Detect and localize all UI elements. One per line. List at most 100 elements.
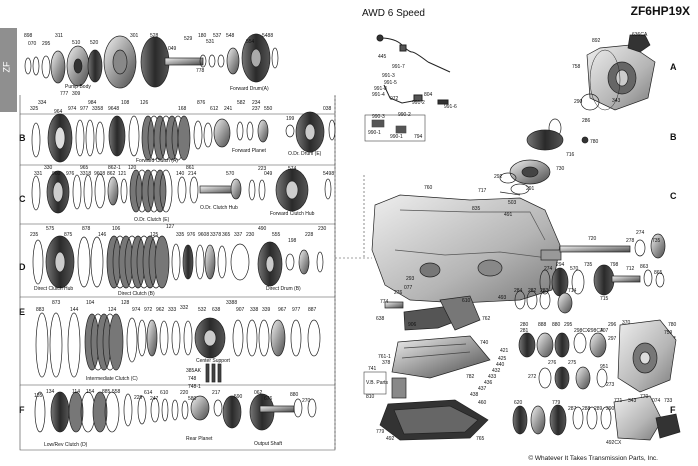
- callout-label: 127: [166, 224, 175, 230]
- part-620-hub: [512, 405, 528, 435]
- callout-label: 991-8: [374, 86, 387, 92]
- part-529-ring: [199, 54, 207, 68]
- pump-cover-hub: [112, 49, 128, 75]
- callout-label: 295: [564, 322, 573, 328]
- callout-label: 712: [626, 266, 635, 272]
- callout-label: Direct Drum (B): [266, 286, 301, 292]
- part-883-ring: [35, 312, 49, 378]
- part-339-ring: [258, 319, 270, 357]
- part-520-gear: [87, 49, 103, 83]
- callout-label: 124: [108, 307, 117, 313]
- callout-label: 126: [140, 100, 149, 106]
- output-shaft-assembly: [514, 233, 666, 314]
- transfer-parts: [518, 332, 608, 390]
- callout-label: 290: [574, 99, 583, 105]
- part-287-ring: [572, 406, 584, 430]
- callout-label: 863: [640, 264, 649, 270]
- callout-label: 199: [286, 116, 295, 122]
- callout-label: 293: [406, 276, 415, 282]
- callout-label: 072: [390, 96, 399, 102]
- part-873-ring: [49, 312, 63, 378]
- callout-label: 892: [592, 38, 601, 44]
- callout-label: 274: [544, 266, 553, 272]
- callout-label: 748-1: [188, 384, 201, 390]
- row-e-parts-2: [126, 317, 321, 383]
- callout-label: 976: [187, 232, 196, 238]
- callout-label: 385AK: [186, 368, 202, 374]
- part-229-ring: [161, 398, 169, 422]
- callout-label: 146: [98, 232, 107, 238]
- part-720-shaft: [559, 245, 631, 253]
- callout-label: 780: [668, 322, 677, 328]
- part-974-ring: [137, 319, 147, 357]
- part-343-ring: [589, 49, 621, 111]
- row-letter-left-b: B: [19, 133, 26, 143]
- transfer-case: [617, 319, 677, 393]
- part-270-ring: [307, 398, 317, 418]
- row-letter-right-b: B: [670, 132, 677, 142]
- part-283-ring: [539, 290, 551, 310]
- direct-clutch-pack: [106, 235, 170, 289]
- callout-label: 287: [568, 406, 577, 412]
- callout-label: 220: [180, 390, 189, 396]
- callout-label: 580: [188, 396, 197, 402]
- part-977-ring: [85, 119, 95, 157]
- callout-label: 730: [556, 166, 565, 172]
- callout-label: 780: [590, 139, 599, 145]
- callout-label: 965: [80, 165, 89, 171]
- callout-label: 298CA: [588, 328, 604, 334]
- callout-label: 714: [568, 288, 577, 294]
- callout-label: 217: [212, 390, 221, 396]
- part-294-drum: [551, 267, 569, 297]
- intermediate-clutch-pack: [84, 313, 124, 371]
- row-letter-right-c: C: [670, 191, 677, 201]
- callout-label: 229: [134, 395, 143, 401]
- callout-label: 991-7: [392, 64, 405, 70]
- part-740-valve-body: [391, 335, 491, 379]
- callout-label: 106: [112, 226, 121, 232]
- part-199-ring: [285, 124, 295, 138]
- callout-label: 295: [42, 41, 51, 47]
- row-b-parts: [31, 113, 140, 163]
- callout-label: 991-3: [382, 73, 395, 79]
- callout-label: 991-4: [372, 92, 385, 98]
- callout-label: 741: [368, 366, 377, 372]
- part-5498-ring: [324, 178, 332, 200]
- callout-label: 676: [264, 396, 273, 402]
- row-a-parts: [24, 33, 279, 89]
- part-121-ring: [120, 178, 128, 204]
- part-9648-drum: [108, 115, 126, 157]
- part-3358-ring: [95, 121, 105, 155]
- callout-label: 290: [606, 406, 615, 412]
- side-tab: ZF: [0, 28, 17, 112]
- part-770-tailhousing: [613, 395, 663, 441]
- part-714-gear: [557, 292, 573, 314]
- callout-label: 288: [582, 406, 591, 412]
- callout-label: 638: [212, 307, 221, 313]
- part-810-filter: [391, 377, 407, 399]
- part-887-ring: [307, 319, 321, 357]
- part-338-ring: [246, 319, 258, 357]
- callout-label: 491: [504, 212, 513, 218]
- part-214-ring: [177, 176, 187, 204]
- part-154-ring: [123, 393, 133, 427]
- callout-label: 284: [514, 288, 523, 294]
- part-888-gear: [536, 332, 554, 358]
- callout-label: 234: [252, 100, 261, 106]
- part-733-seal: [655, 413, 681, 439]
- part-144-ring: [67, 312, 81, 378]
- callout-label: 294: [556, 262, 565, 268]
- callout-label: 298CX: [574, 328, 590, 334]
- callout-label: Direct Clutch (B): [118, 291, 155, 297]
- part-234-ring: [236, 121, 244, 141]
- callout-label: 9608: [94, 171, 105, 177]
- odr-clutch-pack: [129, 169, 173, 213]
- part-331-ring: [31, 175, 41, 211]
- callout-label: 433: [488, 374, 497, 380]
- callout-label: 343: [612, 98, 621, 104]
- wiring-harness: [376, 34, 451, 105]
- callout-label: 873: [52, 300, 61, 306]
- callout-layer: 898 070 295 311 510 520 301 528 049 529 …: [24, 32, 677, 448]
- part-127-ring: [171, 243, 181, 281]
